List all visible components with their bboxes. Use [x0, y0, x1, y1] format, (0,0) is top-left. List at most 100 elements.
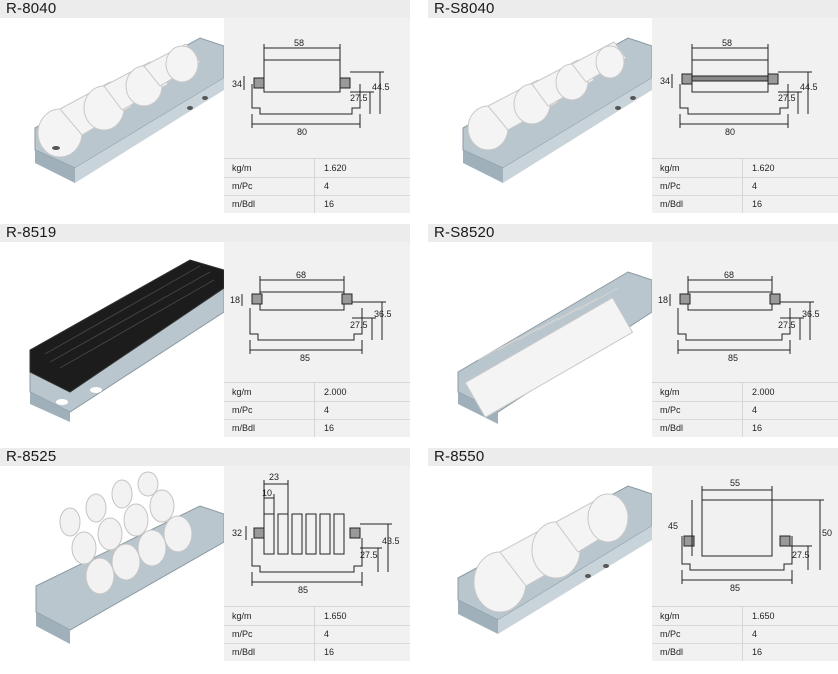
spec-row: m/Bdl 16: [652, 643, 838, 661]
spec-row: kg/m 2.000: [652, 383, 838, 402]
product-title: R-S8040: [434, 0, 495, 17]
spec-label: m/Pc: [660, 405, 681, 415]
spec-value: 16: [752, 647, 763, 657]
spec-value: 4: [752, 629, 758, 639]
spec-row: kg/m 1.650: [224, 607, 410, 626]
dimension-right-inner: 27.5: [778, 320, 796, 330]
cross-section-drawing: 68 18 27.5 36.5 85: [224, 242, 410, 382]
dimension-right-inner: 27.5: [350, 93, 368, 103]
dimension-top-secondary: 10: [262, 488, 272, 498]
product-card-r-8040: R-8040: [0, 0, 410, 213]
spec-value: 2.000: [752, 387, 775, 397]
dimension-bottom: 80: [725, 127, 735, 137]
cross-section-drawing: 68 18 27.5 36.5 85: [652, 242, 838, 382]
product-title: R-S8520: [434, 224, 495, 241]
card-header: R-S8520: [428, 224, 838, 242]
spec-value: 1.650: [752, 611, 775, 621]
spec-row: kg/m 1.620: [224, 159, 410, 178]
cross-section-drawing: 58 34 27.5 44.5 80: [224, 18, 410, 158]
spec-table: kg/m 1.650 m/Pc 4 m/Bdl 16: [652, 606, 838, 661]
dimension-bottom: 80: [297, 127, 307, 137]
product-title: R-8525: [6, 448, 57, 465]
wheel-track-image: [0, 466, 225, 660]
dimension-bottom: 85: [300, 353, 310, 363]
spec-label: kg/m: [660, 387, 680, 397]
spec-row: m/Pc 4: [224, 177, 410, 196]
dimension-left: 32: [232, 528, 242, 538]
product-title: R-8519: [6, 224, 57, 241]
spec-row: m/Bdl 16: [652, 419, 838, 437]
dimension-top: 55: [730, 478, 740, 488]
dimension-right-outer: 36.5: [802, 309, 820, 319]
spec-value: 16: [324, 423, 335, 433]
spec-label: m/Bdl: [660, 423, 684, 433]
product-card-r-8519: R-8519: [0, 224, 410, 437]
dimension-right-outer: 36.5: [374, 309, 392, 319]
dimension-left: 34: [660, 76, 670, 86]
spec-value: 16: [324, 199, 335, 209]
spec-label: m/Pc: [660, 629, 681, 639]
dimension-top: 68: [296, 270, 306, 280]
dimension-right-inner: 27.5: [360, 550, 378, 560]
spec-value: 4: [324, 629, 330, 639]
dimension-left: 34: [232, 79, 242, 89]
spec-label: kg/m: [232, 387, 252, 397]
spec-label: kg/m: [660, 163, 680, 173]
cross-section-drawing: 23 10 32 27.5 43.5 85: [224, 466, 410, 606]
card-header: R-8550: [428, 448, 838, 466]
dimension-right-inner: 27.5: [792, 550, 810, 560]
spec-row: kg/m 1.650: [652, 607, 838, 626]
dimension-left: 18: [658, 295, 668, 305]
spec-table: kg/m 2.000 m/Pc 4 m/Bdl 16: [652, 382, 838, 437]
spec-value: 1.620: [752, 163, 775, 173]
spec-label: m/Pc: [232, 405, 253, 415]
spec-value: 1.620: [324, 163, 347, 173]
product-title: R-8550: [434, 448, 485, 465]
spec-value: 1.650: [324, 611, 347, 621]
dimension-right-outer: 44.5: [800, 82, 818, 92]
dimension-bottom: 85: [298, 585, 308, 595]
spec-value: 16: [752, 199, 763, 209]
spec-row: kg/m 1.620: [652, 159, 838, 178]
dimension-right-outer: 44.5: [372, 82, 390, 92]
spec-label: kg/m: [660, 611, 680, 621]
product-card-r-8525: R-8525: [0, 448, 410, 661]
dimension-top: 58: [722, 38, 732, 48]
dimension-bottom: 85: [728, 353, 738, 363]
spec-value: 4: [324, 181, 330, 191]
spec-value: 4: [324, 405, 330, 415]
product-card-r-s8040: R-S8040: [428, 0, 838, 213]
dimension-left: 18: [230, 295, 240, 305]
spec-label: m/Pc: [660, 181, 681, 191]
spec-label: kg/m: [232, 611, 252, 621]
dimension-right-outer: 50: [822, 528, 832, 538]
product-title: R-8040: [6, 0, 57, 17]
spec-value: 16: [752, 423, 763, 433]
spec-label: m/Bdl: [660, 647, 684, 657]
large-roller-track-image: [428, 466, 653, 660]
spec-label: m/Bdl: [232, 423, 256, 433]
spec-value: 16: [324, 647, 335, 657]
spec-label: kg/m: [232, 163, 252, 173]
card-header: R-S8040: [428, 0, 838, 18]
spec-row: m/Bdl 16: [224, 419, 410, 437]
spec-label: m/Pc: [232, 181, 253, 191]
product-card-r-s8520: R-S8520: [428, 224, 838, 437]
dimension-right-outer: 43.5: [382, 536, 400, 546]
dimension-top: 23: [269, 472, 279, 482]
spec-label: m/Bdl: [660, 199, 684, 209]
white-roller-track-image: [428, 18, 653, 212]
spec-value: 4: [752, 405, 758, 415]
spec-row: m/Pc 4: [224, 625, 410, 644]
cross-section-drawing: 58 34 27.5 44.5 80: [652, 18, 838, 158]
spec-label: m/Pc: [232, 629, 253, 639]
spec-row: m/Bdl 16: [652, 195, 838, 213]
card-header: R-8519: [0, 224, 410, 242]
dimension-right-inner: 27.5: [778, 93, 796, 103]
dimension-top: 68: [724, 270, 734, 280]
